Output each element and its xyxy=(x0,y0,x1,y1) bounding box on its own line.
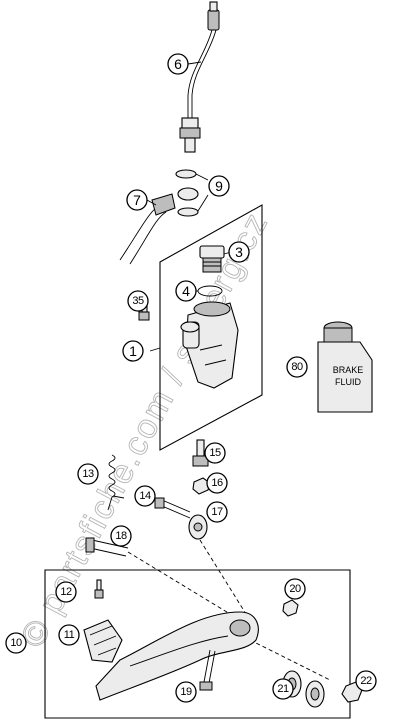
callout-12: 12 xyxy=(55,581,77,603)
footrest-screw xyxy=(94,579,104,599)
assembly-line-b xyxy=(199,539,247,615)
callout-4: 4 xyxy=(175,280,197,302)
clevis xyxy=(188,514,208,540)
callout-19: 19 xyxy=(175,681,197,703)
callout-3: 3 xyxy=(228,241,250,263)
lock-nut xyxy=(192,477,211,495)
callout-9: 9 xyxy=(208,175,230,197)
callout-18-label: 18 xyxy=(115,530,127,542)
brake-fluid-bottle: BRAKE FLUID xyxy=(317,321,373,413)
callout-21: 21 xyxy=(272,678,294,700)
callout-22: 22 xyxy=(355,670,377,692)
callout-18: 18 xyxy=(110,525,132,547)
master-cylinder xyxy=(180,301,239,389)
assembly-line-a xyxy=(127,551,241,621)
sealing-washers xyxy=(175,169,209,217)
callout-11: 11 xyxy=(58,624,80,646)
callout-80: 80 xyxy=(286,356,308,378)
callout-14: 14 xyxy=(134,485,156,507)
callout-7: 7 xyxy=(126,189,148,211)
pivot-bolt xyxy=(85,537,129,557)
bottle-label-line2: FLUID xyxy=(335,377,362,387)
pedal-nut xyxy=(282,599,299,617)
callout-22-label: 22 xyxy=(360,675,372,687)
callout-35: 35 xyxy=(127,290,149,312)
reservoir-plug xyxy=(199,245,225,273)
master-cylinder-frame xyxy=(159,204,263,451)
callout-15-label: 15 xyxy=(209,447,221,459)
callout-17: 17 xyxy=(206,501,228,523)
pedal-tip xyxy=(83,619,123,663)
callout-13-label: 13 xyxy=(82,468,94,480)
callout-20: 20 xyxy=(284,578,306,600)
callout-7-label: 7 xyxy=(133,192,141,208)
pedal-assembly-frame xyxy=(44,569,351,719)
assembly-line-c xyxy=(249,639,331,681)
bottle-label-line1: BRAKE xyxy=(333,365,364,375)
callout-1: 1 xyxy=(122,340,144,362)
callout-14-label: 14 xyxy=(139,490,151,502)
brake-hose xyxy=(119,187,199,265)
callout-1-label: 1 xyxy=(129,343,137,359)
pedal-pivot-bolt xyxy=(199,649,216,691)
callout-17-label: 17 xyxy=(211,506,223,518)
callout-4-label: 4 xyxy=(182,283,190,299)
callout-10: 10 xyxy=(5,632,27,654)
callout-21-label: 21 xyxy=(277,683,289,695)
callout-3-label: 3 xyxy=(235,244,243,260)
callout-35-label: 35 xyxy=(132,295,144,307)
pedal-bolt xyxy=(154,497,191,519)
brake-light-switch xyxy=(179,1,220,153)
callout-9-label: 9 xyxy=(215,178,223,194)
callout-11-label: 11 xyxy=(64,629,75,641)
watermark-text: © partsfiche.com / sagerg.cz xyxy=(14,206,276,654)
callout-12-label: 12 xyxy=(60,586,72,598)
callout-6: 6 xyxy=(167,53,189,75)
brake-pedal-lever xyxy=(95,611,259,701)
return-spring xyxy=(107,454,116,511)
callout-16-label: 16 xyxy=(211,477,223,489)
callout-10-label: 10 xyxy=(10,637,22,649)
callout-19-label: 19 xyxy=(180,686,192,698)
callout-20-label: 20 xyxy=(289,583,301,595)
callout-13: 13 xyxy=(77,463,99,485)
callout-15: 15 xyxy=(204,442,226,464)
callout-16: 16 xyxy=(206,472,228,494)
callout-6-label: 6 xyxy=(174,56,182,72)
callout-80-label: 80 xyxy=(291,361,303,373)
